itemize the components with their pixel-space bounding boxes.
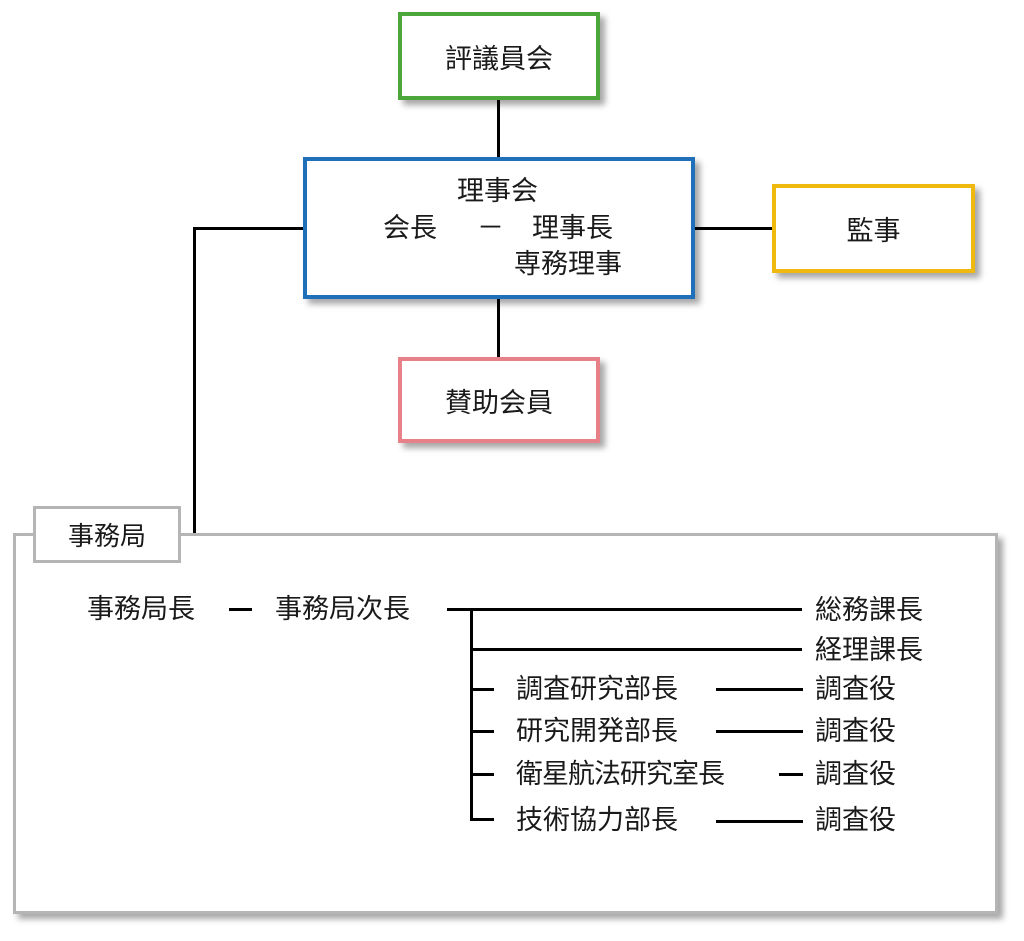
connector-eisei-staff bbox=[779, 773, 803, 776]
branch-line-keiri bbox=[470, 648, 802, 651]
connector-deputy-stub bbox=[447, 608, 471, 611]
hyogiinkai-label: 評議員会 bbox=[445, 43, 553, 75]
rijikai-dash: － bbox=[477, 213, 504, 244]
connector-gijutsu-staff bbox=[716, 820, 803, 823]
jimukyoku-jicho-label: 事務局次長 bbox=[275, 594, 410, 625]
rijikai-kaicho: 会長 bbox=[383, 213, 437, 244]
jimukyokucho-label: 事務局長 bbox=[87, 594, 195, 625]
jimukyoku-tab: 事務局 bbox=[33, 506, 181, 563]
branch-trunk-vertical bbox=[470, 608, 473, 821]
division-somu: 総務課長 bbox=[815, 595, 923, 626]
branch-stub-chosa bbox=[470, 688, 494, 691]
connector-hyogiinkai-rijikai bbox=[497, 98, 500, 160]
staff-eisei-kouhou: 調査役 bbox=[815, 759, 896, 790]
kanji-label: 監事 bbox=[846, 216, 901, 247]
division-gijutsu-kyoryoku: 技術協力部長 bbox=[516, 805, 678, 836]
connector-chosa-staff bbox=[716, 688, 803, 691]
division-eisei-kouhou: 衛星航法研究室長 bbox=[516, 759, 725, 790]
connector-rijikai-jimukyoku-horizontal bbox=[193, 227, 305, 230]
division-keiri: 経理課長 bbox=[815, 635, 923, 666]
staff-gijutsu-kyoryoku: 調査役 bbox=[815, 805, 896, 836]
rijikai-rijicho: 理事長 bbox=[532, 213, 613, 244]
connector-head-deputy bbox=[229, 608, 252, 611]
sanjo-label: 賛助会員 bbox=[445, 387, 553, 419]
division-chosa-kenkyu: 調査研究部長 bbox=[516, 674, 678, 705]
connector-kaihatsu-staff bbox=[716, 730, 803, 733]
rijikai-senmu: 専務理事 bbox=[514, 249, 622, 280]
connector-rijikai-jimukyoku-vertical bbox=[193, 227, 196, 572]
division-kenkyu-kaihatsu: 研究開発部長 bbox=[516, 716, 678, 747]
staff-chosa-kenkyu: 調査役 bbox=[815, 674, 896, 705]
sanjo-box: 賛助会員 bbox=[398, 357, 600, 443]
rijikai-title: 理事会 bbox=[457, 176, 538, 207]
kanji-box: 監事 bbox=[772, 184, 975, 273]
branch-stub-eisei bbox=[470, 773, 494, 776]
rijikai-box: 理事会 会長 － 理事長 専務理事 bbox=[303, 157, 695, 299]
connector-rijikai-sanjo bbox=[497, 296, 500, 358]
branch-stub-gijutsu bbox=[470, 818, 494, 821]
branch-stub-kaihatsu bbox=[470, 730, 494, 733]
jimukyoku-container bbox=[13, 533, 998, 914]
branch-line-somu bbox=[470, 608, 802, 611]
jimukyoku-tab-label: 事務局 bbox=[67, 522, 146, 552]
staff-kenkyu-kaihatsu: 調査役 bbox=[815, 716, 896, 747]
hyogiinkai-box: 評議員会 bbox=[398, 12, 600, 100]
connector-rijikai-kanji bbox=[694, 227, 774, 230]
